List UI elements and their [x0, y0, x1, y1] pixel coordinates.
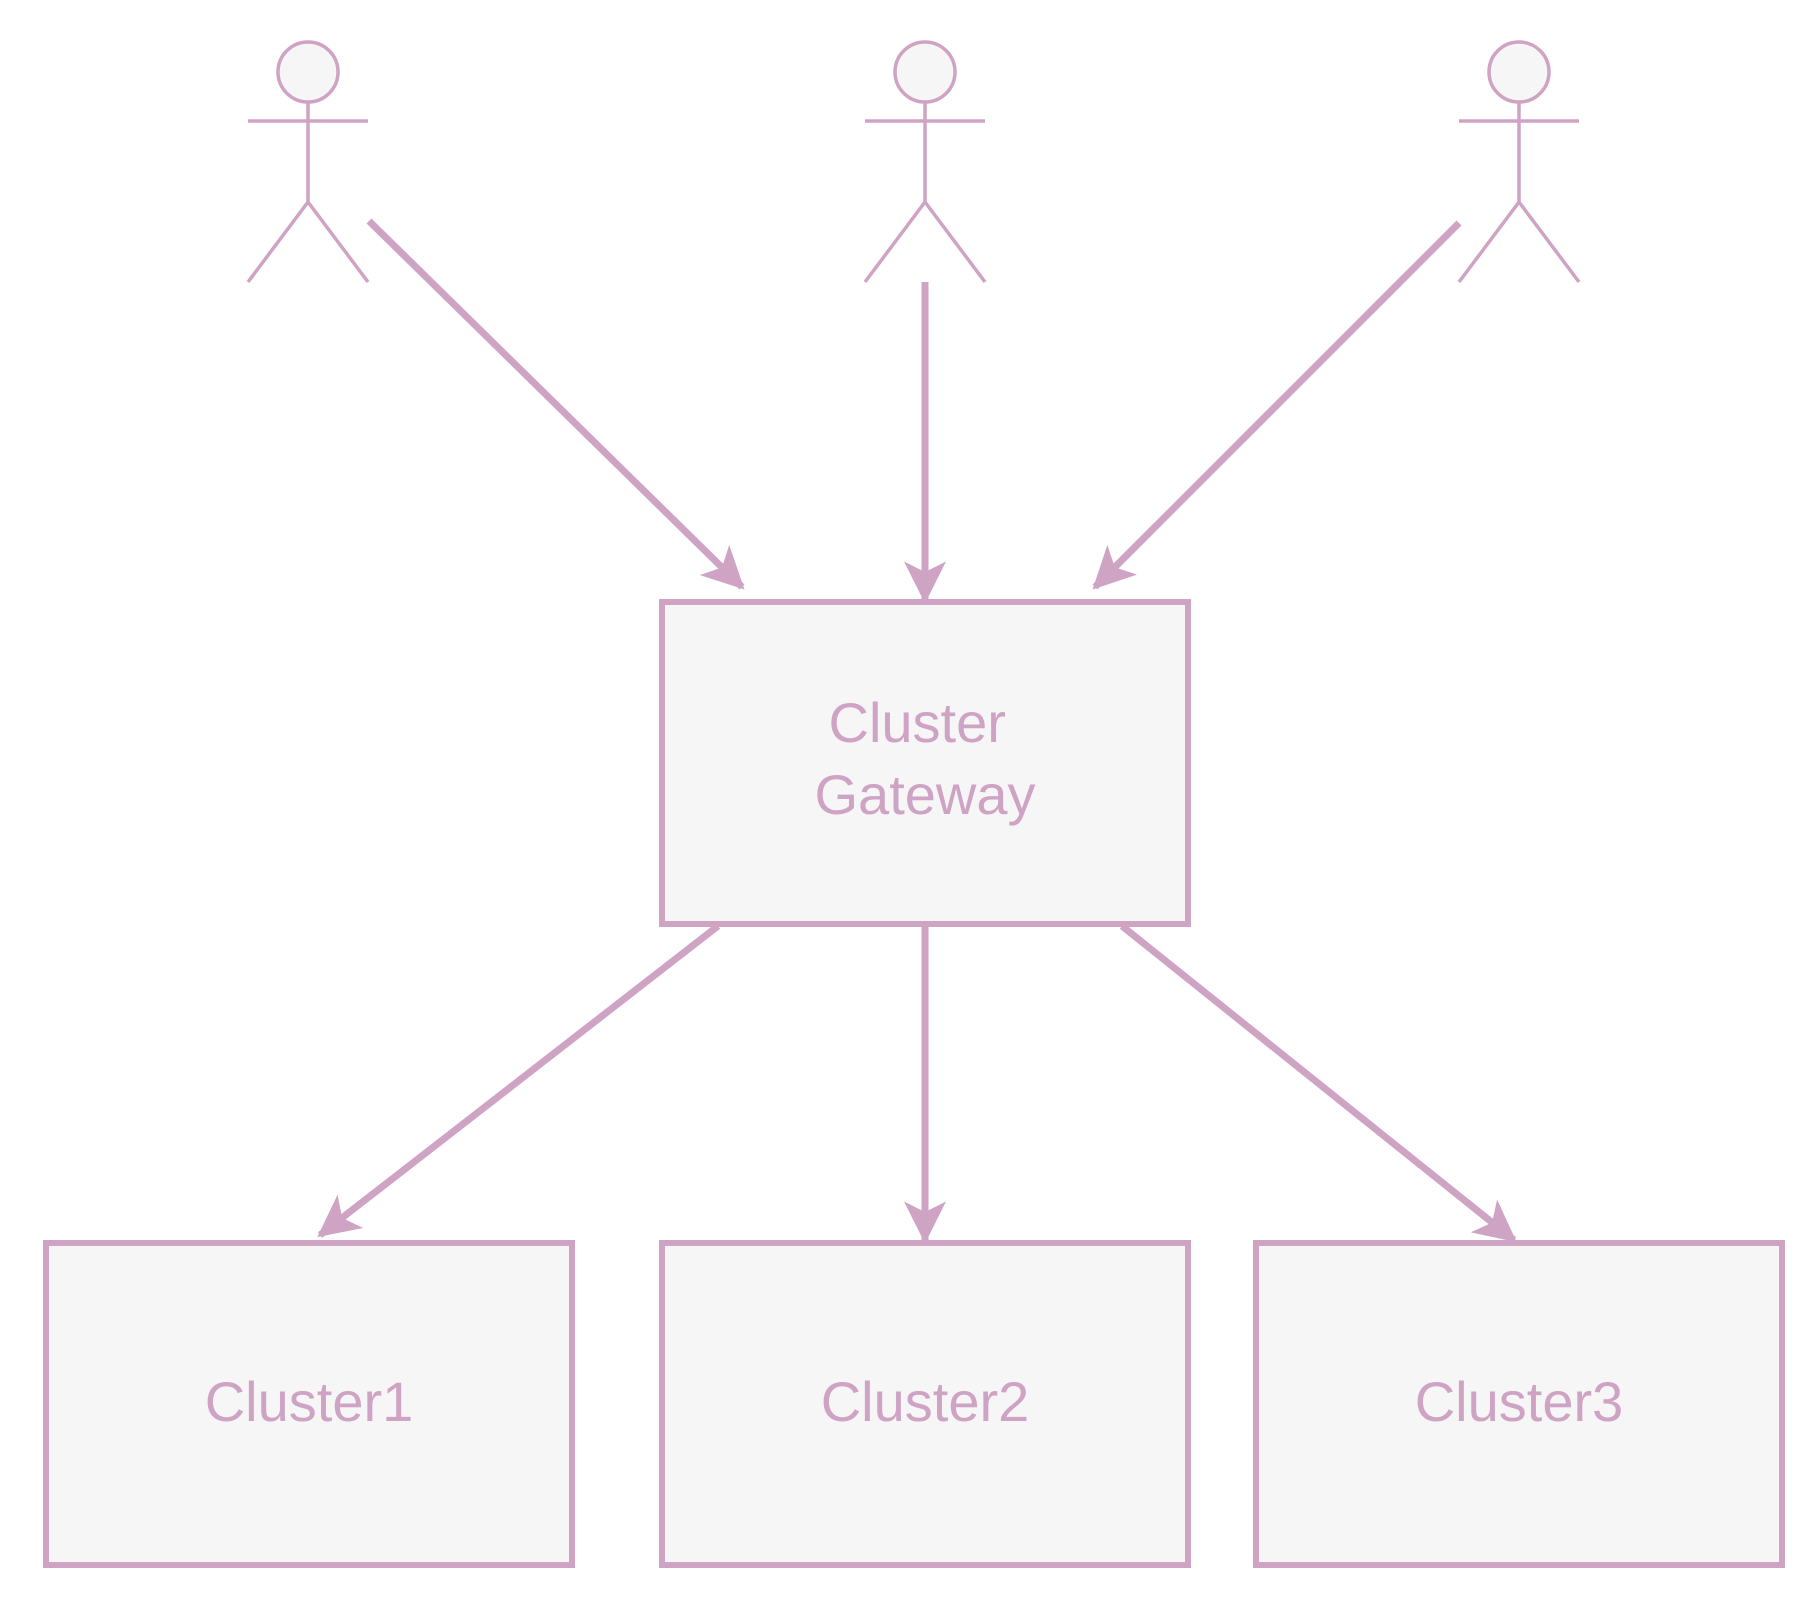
node-label: Cluster1: [205, 1370, 414, 1433]
edge-actor1-to-gateway: [366, 218, 745, 590]
actor-1: [246, 40, 370, 284]
node-label: Cluster3: [1415, 1370, 1624, 1433]
node-cluster3[interactable]: Cluster3: [1253, 1240, 1785, 1568]
node-cluster-gateway[interactable]: Cluster Gateway: [659, 599, 1191, 927]
node-box: [659, 1240, 1191, 1568]
node-box: [1253, 1240, 1785, 1568]
node-label-line-2: Gateway: [815, 763, 1036, 826]
person-stick-figure-icon: [863, 40, 987, 284]
node-label-line-1: Cluster: [829, 691, 1006, 754]
node-label: Cluster Gateway: [815, 691, 1036, 826]
node-cluster1[interactable]: Cluster1: [43, 1240, 575, 1568]
edges-group: [317, 218, 1517, 1244]
node-box: [659, 599, 1191, 927]
edge-gateway-to-cluster3: [1119, 923, 1517, 1243]
node-box: [43, 1240, 575, 1568]
person-stick-figure-icon: [1457, 40, 1581, 284]
node-label: Cluster2: [821, 1370, 1030, 1433]
edge-actor3-to-gateway: [1092, 220, 1462, 590]
node-cluster2[interactable]: Cluster2: [659, 1240, 1191, 1568]
edge-gateway-to-cluster1: [317, 923, 721, 1238]
actor-3: [1457, 40, 1581, 284]
person-stick-figure-icon: [246, 40, 370, 284]
actor-2: [863, 40, 987, 284]
